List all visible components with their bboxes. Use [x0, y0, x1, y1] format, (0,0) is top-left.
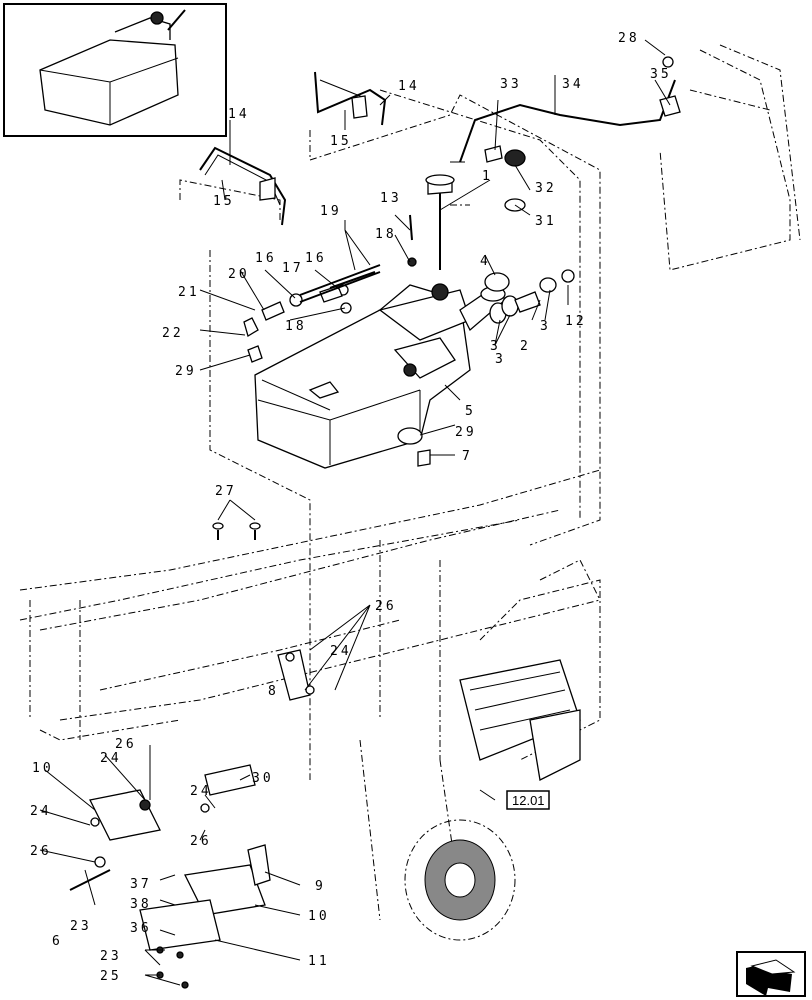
callout-3a: 3	[490, 339, 501, 354]
callout-18a: 18	[375, 227, 397, 242]
callout-18b: 18	[285, 319, 307, 334]
callout-22: 22	[162, 326, 184, 341]
callout-24c: 24	[190, 784, 212, 799]
fuel-tank	[254, 283, 471, 469]
right-frame-bracket	[459, 659, 581, 781]
callout-14a: 14	[228, 107, 250, 122]
callout-27: 27	[215, 484, 237, 499]
callout-34: 34	[562, 77, 584, 92]
callout-26a: 26	[115, 737, 137, 752]
callout-7: 7	[462, 449, 473, 464]
fuel-sender	[425, 174, 455, 270]
callout-29a: 29	[175, 364, 197, 379]
callout-12: 12	[565, 314, 587, 329]
callout-26b: 26	[30, 844, 52, 859]
tank-strap-left	[199, 146, 287, 226]
callout-1: 1	[482, 169, 493, 184]
callout-6: 6	[52, 934, 63, 949]
callout-14b: 14	[398, 79, 420, 94]
callout-10a: 10	[32, 761, 54, 776]
callout-16a: 16	[255, 251, 277, 266]
callout-29b: 29	[455, 425, 477, 440]
callout-31: 31	[535, 214, 557, 229]
callout-19: 19	[320, 204, 342, 219]
callout-3b: 3	[540, 319, 551, 334]
callout-35: 35	[650, 67, 672, 82]
callout-32: 32	[535, 181, 557, 196]
inset-thumbnail	[3, 3, 227, 137]
callout-4: 4	[480, 254, 491, 269]
callout-28: 28	[618, 31, 640, 46]
callout-23a: 23	[70, 919, 92, 934]
callout-24a: 24	[100, 751, 122, 766]
callout-23b: 23	[100, 949, 122, 964]
callout-38: 38	[130, 897, 152, 912]
lower-brackets	[69, 522, 315, 989]
leader-lines	[39, 39, 671, 986]
callout-25: 25	[100, 969, 122, 984]
callout-10b: 10	[308, 909, 330, 924]
callout-20: 20	[228, 267, 250, 282]
tank-strap-center	[314, 71, 387, 126]
callout-5: 5	[465, 404, 476, 419]
callout-33: 33	[500, 77, 522, 92]
callout-2: 2	[520, 339, 531, 354]
fuel-hoses	[299, 264, 381, 303]
callout-24b: 24	[30, 804, 52, 819]
callout-24d: 24	[330, 644, 352, 659]
callout-36: 36	[130, 921, 152, 936]
callout-3c: 3	[495, 352, 506, 367]
callout-30: 30	[252, 771, 274, 786]
callout-37: 37	[130, 877, 152, 892]
callout-21: 21	[178, 285, 200, 300]
callout-15a: 15	[213, 194, 235, 209]
callout-15b: 15	[330, 134, 352, 149]
callout-11: 11	[308, 954, 330, 969]
reference-box[interactable]: 12.01	[506, 790, 550, 810]
callout-26d: 26	[375, 599, 397, 614]
callout-17: 17	[282, 261, 304, 276]
callout-26c: 26	[190, 834, 212, 849]
rear-wheel	[404, 819, 516, 941]
reference-label: 12.01	[512, 793, 545, 808]
callout-16b: 16	[305, 251, 327, 266]
callout-9: 9	[315, 879, 326, 894]
filler-neck	[459, 286, 506, 332]
callout-13: 13	[380, 191, 402, 206]
next-page-arrow-icon[interactable]	[736, 951, 806, 997]
small-parts	[243, 149, 575, 467]
phantom-frame	[19, 44, 801, 921]
callout-numbers: 1 2 3 3 3 4 5 6 7 8 9 10 10 11 12 13 14 …	[30, 31, 672, 984]
fuel-cable	[450, 56, 681, 163]
callout-8: 8	[268, 684, 279, 699]
